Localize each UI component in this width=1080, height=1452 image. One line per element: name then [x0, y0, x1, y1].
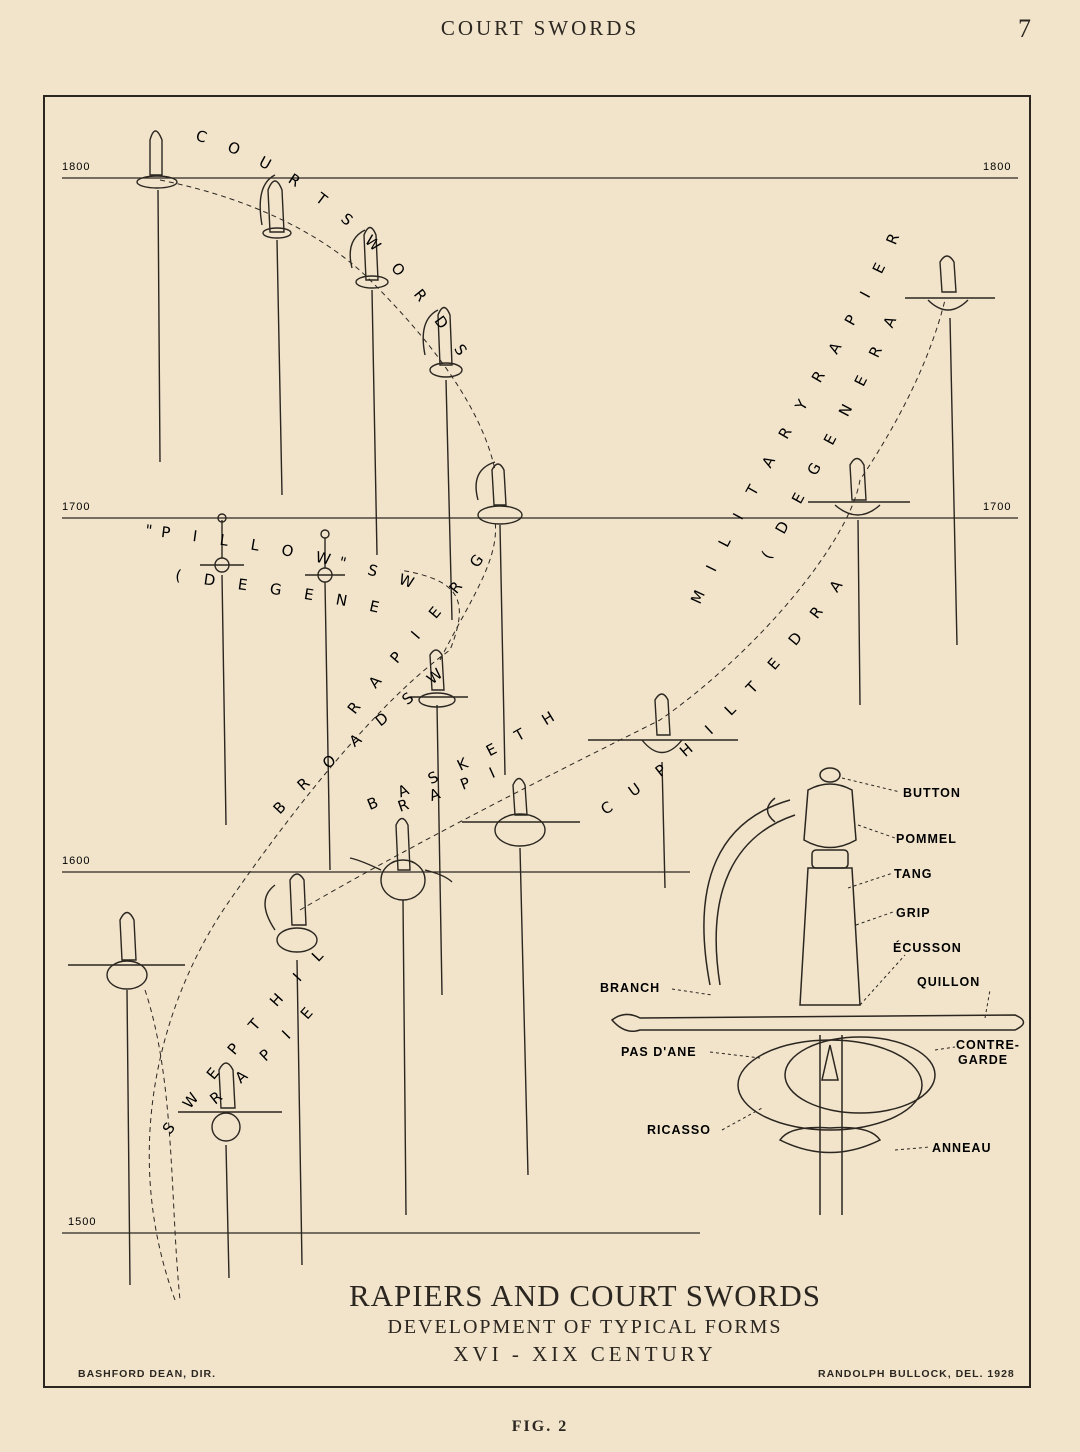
- label-court-swords: C O U R T S W O R D S: [194, 126, 476, 366]
- figure-caption: FIG. 2: [511, 1418, 569, 1435]
- label-military-rapiers: M I L I T A R Y R A P I E R S: [0, 0, 907, 607]
- century-lines: [62, 177, 1018, 1234]
- rapier-to-court: [439, 519, 497, 661]
- sword-cup: [588, 693, 738, 889]
- year-1700-left: 1700: [62, 501, 90, 513]
- label-basket-hilted: B A S K E T H I L T E D: [0, 0, 565, 814]
- year-1500: 1500: [68, 1216, 96, 1228]
- part-ricasso: RICASSO: [647, 1123, 711, 1137]
- part-ecusson: ÉCUSSON: [893, 940, 962, 955]
- cup-to-military-lineage: [299, 299, 946, 911]
- detail-anneau: [737, 1039, 923, 1131]
- plate-frame: [43, 95, 1031, 1388]
- part-quillon: QUILLON: [917, 975, 980, 989]
- label-rapier-group: R A P I E R G R O U P: [0, 0, 501, 717]
- part-tang: TANG: [894, 867, 933, 881]
- detail-grip: [799, 867, 861, 1006]
- sword-swept-3: [178, 1062, 282, 1279]
- sword-swept-1: [68, 911, 185, 1286]
- running-head: COURT SWORDS: [440, 16, 640, 40]
- sword-basket-1: [349, 817, 453, 1216]
- part-garde: GARDE: [958, 1053, 1008, 1067]
- label-cup-hilted-rapiers: C U P H I L T E D R A P I E R S: [0, 0, 852, 819]
- swords: [68, 130, 995, 1286]
- swept-branch: [144, 989, 181, 1301]
- year-1800-right: 1800: [983, 161, 1011, 173]
- detail-ferrule: [811, 849, 849, 869]
- sword-basket-2: [462, 777, 580, 1176]
- detail-contre-garde: [784, 1036, 936, 1114]
- credit-director: BASHFORD DEAN, DIR.: [78, 1368, 217, 1380]
- sword-court-3: [349, 226, 389, 556]
- detail-quillons: [610, 1013, 1025, 1032]
- part-button: BUTTON: [903, 786, 961, 800]
- part-anneau: ANNEAU: [932, 1141, 991, 1155]
- part-grip: GRIP: [896, 906, 931, 920]
- plate-subtitle: DEVELOPMENT OF TYPICAL FORMS: [387, 1316, 783, 1338]
- detail-ricasso: [819, 1035, 843, 1215]
- sword-court-2: [259, 174, 292, 496]
- sword-swept-2: [264, 873, 318, 1266]
- sword-pillow-2: [305, 529, 345, 871]
- part-contre: CONTRE-: [956, 1038, 1020, 1052]
- plate-title: RAPIERS AND COURT SWORDS: [348, 1278, 822, 1313]
- detail-branch-inner: [715, 814, 796, 986]
- year-1800-left: 1800: [62, 161, 90, 173]
- part-branch: BRANCH: [600, 981, 660, 995]
- swept-to-pillow-lineage: [148, 569, 460, 1301]
- sword-military-2: [905, 255, 995, 646]
- detail-pommel: [803, 783, 857, 849]
- sword-rapier-group: [410, 649, 468, 996]
- detail-lower-guard: [778, 1126, 882, 1154]
- year-1700-right: 1700: [983, 501, 1011, 513]
- sword-court-4: [422, 306, 463, 621]
- label-broadsword: B R O A D S W O R D: [0, 0, 453, 818]
- year-1600: 1600: [62, 855, 90, 867]
- part-leaders: [671, 777, 991, 1151]
- part-pas-dane: PAS D'ANE: [621, 1045, 697, 1059]
- label-military-degenerate: ( D E G E N E R A T E ): [0, 0, 909, 562]
- plate-century: XVI - XIX CENTURY: [453, 1342, 717, 1366]
- detail-ecusson: [821, 1044, 839, 1081]
- detail-branch-curl: [766, 797, 776, 823]
- part-pommel: POMMEL: [896, 832, 957, 846]
- page-number: 7: [1018, 14, 1031, 43]
- sword-military-1: [808, 457, 910, 706]
- detail-button: [819, 767, 841, 783]
- credit-artist: RANDOLPH BULLOCK, DEL. 1928: [818, 1368, 1015, 1380]
- sword-court-5: [475, 461, 523, 776]
- sword-pillow-1: [200, 513, 244, 826]
- detail-branch-outer: [703, 799, 791, 986]
- sword-court-1: [136, 130, 178, 463]
